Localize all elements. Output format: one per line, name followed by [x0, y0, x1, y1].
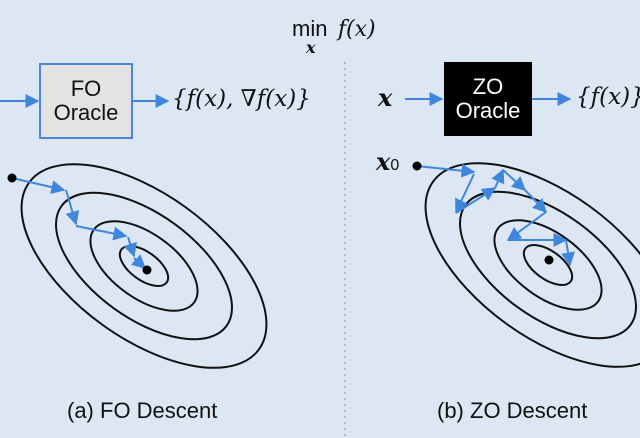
- zo-start-label-sub: 0: [390, 157, 400, 174]
- zo-start-point: [412, 161, 422, 171]
- objective-min-subscript: x: [306, 38, 316, 57]
- zo-caption: (b) ZO Descent: [437, 398, 588, 423]
- zo-oracle-label: ZO Oracle: [444, 62, 532, 136]
- fo-contour-4: [118, 245, 170, 287]
- zo-oracle-line2: Oracle: [455, 98, 521, 123]
- fo-contours: [20, 163, 268, 369]
- fo-oracle-line2: Oracle: [53, 100, 119, 125]
- fo-start-point: [7, 173, 17, 183]
- zo-oracle-line1: ZO: [472, 73, 504, 99]
- objective-min: min: [292, 16, 328, 41]
- fo-oracle-output: {f(x), ∇f(x)}: [172, 86, 311, 112]
- fo-oracle-box: [39, 63, 133, 139]
- zo-contour-4: [522, 244, 574, 286]
- zo-optimum-point: [544, 255, 554, 265]
- zo-oracle-input: x: [378, 83, 393, 112]
- fo-caption: (a) FO Descent: [67, 398, 218, 423]
- zo-oracle-output: {f(x)}: [576, 84, 640, 110]
- objective-function: f(x): [337, 17, 376, 42]
- zo-contour-3: [493, 219, 603, 311]
- zo-start-label-x: x: [376, 147, 391, 176]
- fo-oracle-label: FO Oracle: [40, 64, 132, 138]
- objective-title: min x f(x): [292, 16, 376, 56]
- zo-descent-path: [416, 163, 575, 267]
- fo-contour-2: [55, 191, 233, 341]
- fo-oracle-line1: FO: [70, 75, 102, 101]
- zo-oracle-box: [444, 62, 532, 136]
- zo-contour-1: [424, 162, 640, 368]
- zo-contours: [424, 162, 640, 368]
- fo-contour-1: [20, 163, 268, 369]
- zo-start-label: x0: [376, 150, 399, 174]
- fo-optimum-point: [142, 265, 152, 275]
- fo-descent-path: [11, 177, 147, 269]
